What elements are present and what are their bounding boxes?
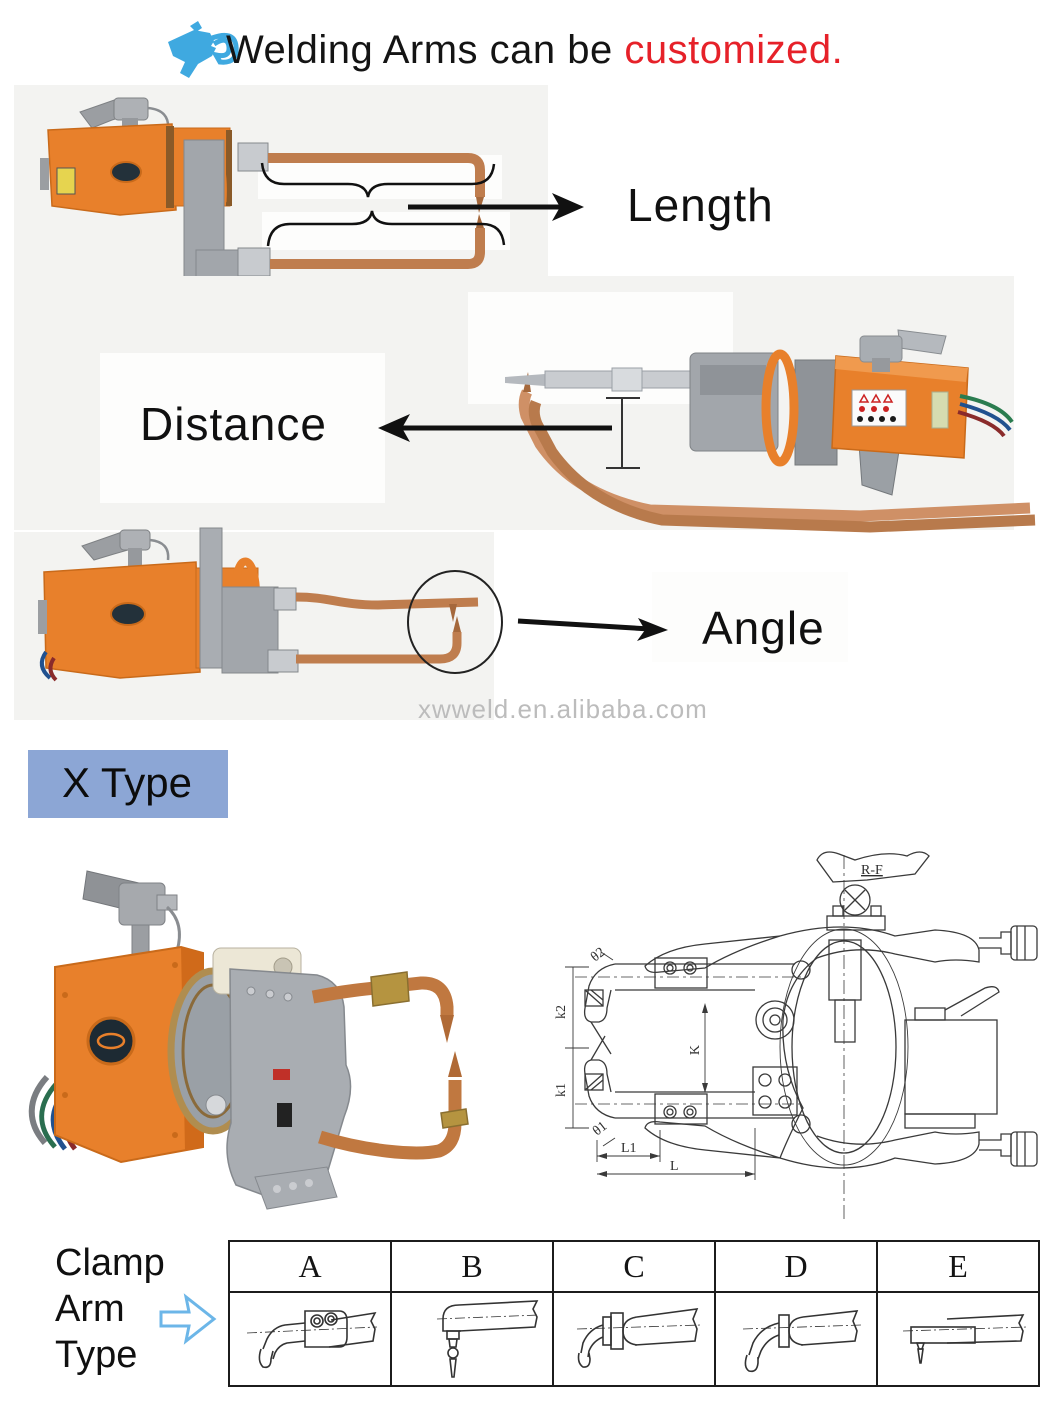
clamp-arm-a-sketch <box>228 1291 392 1387</box>
clamp-table-header-row: A B C D E <box>228 1240 1040 1293</box>
welding-gun-length-photo <box>30 90 590 290</box>
clamp-arm-type-table: A B C D E <box>228 1240 1040 1387</box>
dim-l: L <box>670 1159 679 1174</box>
dim-k1: k1 <box>555 1083 569 1097</box>
clamp-arm-type-caption: Clamp Arm Type <box>55 1240 165 1378</box>
caption-line-1: Clamp <box>55 1242 165 1284</box>
angle-label: Angle <box>702 602 825 654</box>
distance-label-box <box>100 353 385 503</box>
x-type-banner: X Type <box>28 750 228 818</box>
distance-label: Distance <box>140 398 327 450</box>
caption-line-3: Type <box>55 1334 138 1376</box>
page-title: Welding Arms can be customized. <box>226 28 843 73</box>
dim-k: K <box>688 1045 703 1055</box>
clamp-arm-d-sketch <box>714 1291 878 1387</box>
dim-rf: R-F <box>861 863 883 878</box>
welding-gun-angle-photo <box>30 525 680 705</box>
welding-gun-icon <box>160 20 244 80</box>
x-type-technical-drawing: k2 k1 K θ2 θ1 L1 L R-F <box>555 840 1059 1230</box>
title-red: customized. <box>624 28 844 72</box>
title-black: Welding Arms can be <box>226 28 613 72</box>
welding-gun-distance-photo <box>370 300 1059 535</box>
clamp-col-e: E <box>876 1240 1040 1293</box>
arrow-right-outline-icon <box>156 1288 218 1350</box>
clamp-arm-c-sketch <box>552 1291 716 1387</box>
length-label: Length <box>627 179 774 231</box>
clamp-arm-e-sketch <box>876 1291 1040 1387</box>
dim-theta1: θ1 <box>590 1119 610 1139</box>
clamp-arm-b-sketch <box>390 1291 554 1387</box>
watermark: xwweld.en.alibaba.com <box>418 694 708 724</box>
length-brace-box-lower <box>262 212 510 250</box>
caption-line-2: Arm <box>55 1288 125 1330</box>
dim-l1: L1 <box>621 1141 637 1156</box>
clamp-col-d: D <box>714 1240 878 1293</box>
clamp-col-c: C <box>552 1240 716 1293</box>
dim-k2: k2 <box>555 1005 569 1019</box>
x-type-gun-photo <box>25 855 505 1217</box>
clamp-col-b: B <box>390 1240 554 1293</box>
angle-label-box <box>652 572 848 662</box>
header: Welding Arms can be customized. <box>0 0 1059 85</box>
clamp-col-a: A <box>228 1240 392 1293</box>
clamp-table-body-row <box>228 1291 1040 1387</box>
